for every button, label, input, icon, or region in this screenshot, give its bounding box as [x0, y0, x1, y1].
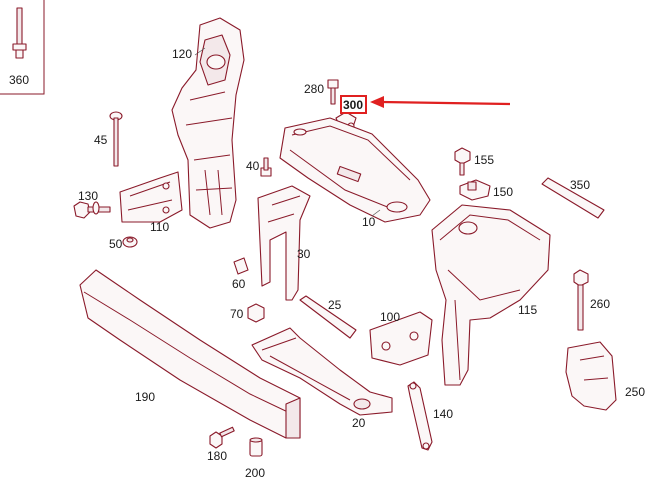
part-180-bolt[interactable] [209, 426, 235, 449]
part-350-strip[interactable] [541, 177, 605, 219]
label-120: 120 [172, 47, 192, 61]
part-280-bolt[interactable] [327, 79, 339, 105]
part-190-bumper-beam[interactable] [79, 269, 301, 439]
label-180: 180 [207, 449, 227, 463]
label-45: 45 [94, 133, 108, 147]
part-115-right-bracket[interactable] [431, 204, 551, 386]
part-60-bushing[interactable] [233, 257, 249, 275]
part-10-cross-member[interactable] [279, 117, 431, 223]
part-20-lower-member[interactable] [251, 327, 393, 416]
label-300[interactable]: 300 [343, 98, 363, 112]
label-110: 110 [150, 220, 169, 234]
label-130: 130 [78, 189, 98, 203]
highlight-box-300 [340, 95, 367, 114]
pointer-arrowhead [370, 96, 384, 108]
label-40: 40 [246, 159, 260, 173]
part-110-bracket[interactable] [119, 171, 183, 223]
label-250: 250 [625, 385, 645, 399]
part-120-left-bracket[interactable] [171, 17, 245, 229]
label-10: 10 [362, 215, 376, 229]
label-140: 140 [433, 407, 453, 421]
part-250-bracket[interactable] [565, 341, 617, 411]
label-155: 155 [474, 153, 494, 167]
label-260: 260 [590, 297, 610, 311]
part-40-bolt[interactable] [260, 157, 272, 177]
part-100-mount[interactable] [369, 311, 433, 366]
part-260-bolt[interactable] [573, 269, 589, 331]
part-70-nut[interactable] [247, 303, 265, 323]
label-100: 100 [380, 310, 400, 324]
pointer-arrow [381, 100, 511, 106]
part-45-bolt[interactable] [109, 111, 123, 167]
label-360: 360 [9, 73, 29, 87]
part-130-bolt[interactable] [73, 201, 111, 219]
label-20: 20 [352, 416, 366, 430]
label-60: 60 [232, 277, 246, 291]
part-360-rivet[interactable] [0, 0, 45, 95]
part-50-nut[interactable] [122, 236, 138, 248]
label-150: 150 [493, 185, 513, 199]
part-140-stay-rod[interactable] [407, 381, 433, 451]
label-25: 25 [328, 298, 342, 312]
part-30-support[interactable] [257, 185, 311, 301]
label-280: 280 [304, 82, 324, 96]
part-25-strip[interactable] [299, 295, 357, 339]
label-30: 30 [297, 247, 311, 261]
label-190: 190 [135, 390, 155, 404]
part-155-bolt[interactable] [454, 147, 471, 176]
label-50: 50 [109, 237, 123, 251]
label-115: 115 [518, 303, 537, 317]
label-200: 200 [245, 466, 265, 480]
label-350: 350 [570, 178, 590, 192]
label-70: 70 [230, 307, 244, 321]
part-200-spacer[interactable] [249, 437, 263, 457]
part-150-clip[interactable] [459, 179, 491, 201]
